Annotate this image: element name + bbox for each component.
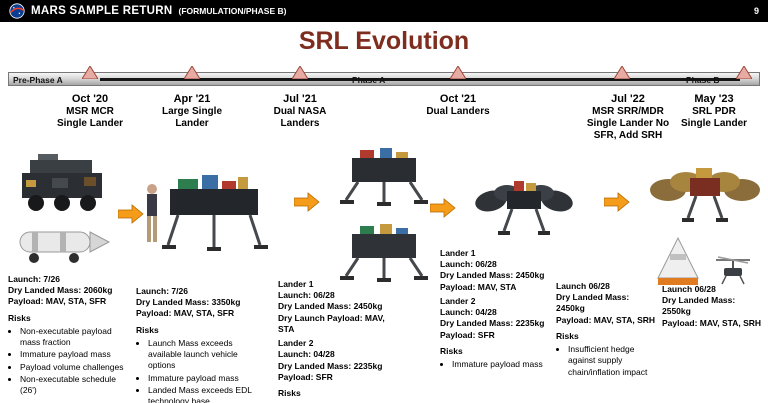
lander-1-heading: Lander 1 <box>440 248 476 258</box>
milestone-date: Oct '20 <box>71 93 109 105</box>
milestone-header-jul-22: Jul '22 MSR SRR/MDR Single Lander No SFR… <box>566 93 690 141</box>
srl-pdr-lander-illustration <box>650 168 760 222</box>
dry-landed-mass-value: Dry Landed Mass: 2060kg <box>8 285 113 296</box>
risks-heading: Risks <box>8 312 31 323</box>
launch-value: Launch: 7/26 <box>8 274 60 284</box>
payload-value: Payload: SFR <box>278 371 333 382</box>
risks-heading: Risks <box>278 387 301 398</box>
dry-landed-mass-value: Dry Landed Mass: 2450kg <box>440 270 545 281</box>
risk-item: Launch Mass exceeds available launch veh… <box>148 338 264 372</box>
milestone-triangle-icon <box>450 66 466 79</box>
lander-1-heading: Lander 1 <box>278 279 314 289</box>
dry-landed-mass-value: Dry Landed Mass: 2235kg <box>440 318 545 329</box>
concept-details-apr-21: Launch: 7/26 Dry Landed Mass: 3350kg Pay… <box>136 286 264 403</box>
risk-item: Non-executable payload mass fraction <box>20 326 128 348</box>
milestone-date: Jul '21 <box>283 93 317 105</box>
app-title: MARS SAMPLE RETURN <box>31 5 173 17</box>
risk-item: Non-executable schedule (26') <box>20 374 128 396</box>
launch-value: Launch: 06/28 <box>278 290 335 301</box>
dual-nasa-landers-illustration <box>340 148 428 282</box>
lander-2-heading: Lander 2 <box>440 295 476 306</box>
milestone-date: Jul '22 <box>611 93 645 105</box>
risks-list: Launch Mass exceeds available launch veh… <box>136 338 264 403</box>
milestone-date: Apr '21 <box>173 93 211 105</box>
risk-item: Immature payload mass <box>20 349 128 360</box>
header-bar: MARS SAMPLE RETURN (FORMULATION/PHASE B)… <box>0 0 768 22</box>
dry-landed-mass-value: Dry Landed Mass: 2550kg <box>662 295 736 317</box>
risk-item: Immature payload mass <box>148 373 264 384</box>
payload-value: Dry Launch Payload: MAV, STA <box>278 312 385 334</box>
milestone-triangle-icon <box>292 66 308 79</box>
page-number: 9 <box>753 6 759 16</box>
payload-value: Payload: MAV, STA, SRH <box>556 314 656 325</box>
launch-value: Launch: 04/28 <box>440 307 497 318</box>
mav-capsule-and-srh-illustration <box>657 236 750 285</box>
phase-label-pre-phase-a: Pre-Phase A <box>13 75 63 85</box>
risks-list: Immature payload mass <box>440 359 558 370</box>
concept-details-oct-20: Launch: 7/26 Dry Landed Mass: 2060kg Pay… <box>8 274 128 397</box>
concept-details-may-23: Launch 06/28 Dry Landed Mass: 2550kg Pay… <box>662 284 764 329</box>
milestone-title: MSR MCR Single Lander <box>56 106 124 129</box>
timeline-line <box>100 78 740 81</box>
large-single-lander-illustration <box>147 175 268 251</box>
evolution-arrow-icon <box>430 198 456 218</box>
dry-landed-mass-value: Dry Landed Mass: 2235kg <box>278 360 383 371</box>
risk-item: Landed Mass exceeds EDL technology base <box>148 385 264 403</box>
dry-landed-mass-value: Dry Landed Mass: 3350kg <box>136 297 241 308</box>
msr-mcr-lander-illustration <box>19 154 111 263</box>
milestone-date: May '23 <box>694 93 734 105</box>
launch-value: Launch 06/28 <box>662 284 716 294</box>
milestone-title: SRL PDR Single Lander <box>680 106 748 129</box>
milestone-header-oct-21: Oct '21 Dual Landers <box>403 93 513 118</box>
payload-value: Payload: MAV, STA, SFR <box>8 296 107 307</box>
milestone-triangle-icon <box>184 66 200 79</box>
launch-value: Launch: 04/28 <box>278 349 335 360</box>
lander-2-heading: Lander 2 <box>278 338 314 349</box>
page-title: SRL Evolution <box>298 27 470 55</box>
risks-list: Non-executable payload mass fraction Imm… <box>8 326 128 396</box>
nasa-logo-icon <box>9 3 25 19</box>
launch-value: Launch 06/28 <box>556 281 610 291</box>
milestone-triangle-icon <box>82 66 98 79</box>
risk-item: Immature payload mass <box>290 401 396 403</box>
phase-label-phase-b: Phase B <box>686 75 720 85</box>
payload-value: Payload: MAV, STA, SRH <box>662 317 762 328</box>
milestone-triangle-icon <box>736 66 752 79</box>
milestone-header-apr-21: Apr '21 Large Single Lander <box>142 93 242 130</box>
payload-value: Payload: MAV, STA <box>440 281 517 292</box>
launch-value: Launch: 7/26 <box>136 286 188 296</box>
risk-item: Payload volume challenges <box>20 362 128 373</box>
evolution-arrow-icon <box>604 192 630 212</box>
milestone-header-oct-20: Oct '20 MSR MCR Single Lander <box>43 93 137 130</box>
risk-item: Insufficient hedge against supply chain/… <box>568 344 660 378</box>
milestone-title: Dual NASA Landers <box>273 106 327 129</box>
payload-value: Payload: MAV, STA, SFR <box>136 308 235 319</box>
phase-label-phase-a: Phase A <box>352 75 386 85</box>
risks-list: Immature payload mass <box>278 401 396 403</box>
payload-value: Payload: SFR <box>440 329 495 340</box>
milestone-title: Dual Landers <box>426 106 490 117</box>
concept-details-jul-22: Launch 06/28 Dry Landed Mass: 2450kg Pay… <box>556 281 660 379</box>
dry-landed-mass-value: Dry Landed Mass: 2450kg <box>278 301 383 312</box>
milestone-title: MSR SRR/MDR Single Lander No SFR, Add SR… <box>586 106 670 141</box>
evolution-arrow-icon <box>294 192 320 212</box>
launch-value: Launch: 06/28 <box>440 259 497 270</box>
concept-details-jul-21: Lander 1 Launch: 06/28 Dry Landed Mass: … <box>278 279 396 403</box>
risks-heading: Risks <box>440 345 463 356</box>
milestone-triangle-icon <box>614 66 630 79</box>
risks-list: Insufficient hedge against supply chain/… <box>556 344 660 378</box>
dual-lander-solar-illustration <box>475 181 573 235</box>
milestone-header-may-23: May '23 SRL PDR Single Lander <box>664 93 764 130</box>
milestone-title: Large Single Lander <box>161 106 222 129</box>
risks-heading: Risks <box>556 330 579 341</box>
risk-item: Immature payload mass <box>452 359 558 370</box>
milestone-header-jul-21: Jul '21 Dual NASA Landers <box>250 93 350 130</box>
evolution-arrow-icon <box>118 204 144 224</box>
dry-landed-mass-value: Dry Landed Mass: 2450kg <box>556 292 630 314</box>
risks-heading: Risks <box>136 324 159 335</box>
app-subtitle: (FORMULATION/PHASE B) <box>178 6 287 16</box>
concept-details-oct-21: Lander 1 Launch: 06/28 Dry Landed Mass: … <box>440 248 558 371</box>
milestone-date: Oct '21 <box>439 93 477 105</box>
